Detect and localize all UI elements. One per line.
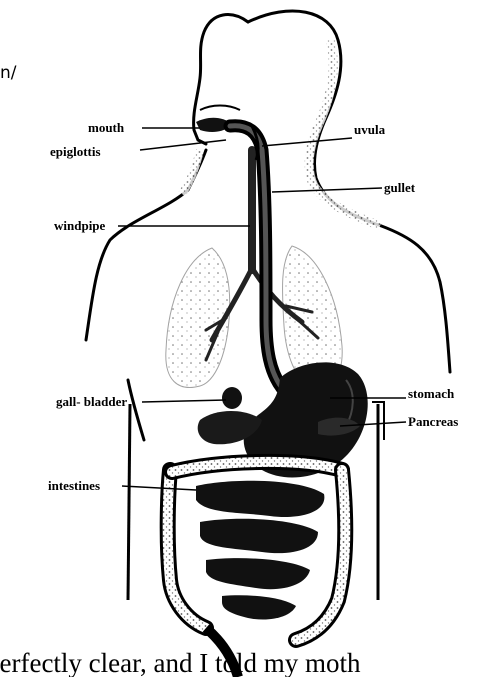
gall-bladder-shape [222,387,242,409]
caption-text: perfectly clear, and I told my moth [0,648,361,677]
label-gullet: gullet [384,180,416,195]
label-intestines: intestines [48,478,100,493]
leader-epiglottis [140,140,226,150]
left-lung [166,248,230,388]
label-stomach: stomach [408,386,455,401]
leader-gullet [272,188,382,192]
label-gall-bladder: gall- bladder [56,394,127,409]
small-intestine [196,481,324,620]
top-fragment-text: n/ [0,63,17,83]
label-windpipe: windpipe [54,218,106,233]
label-pancreas: Pancreas [408,414,458,429]
label-uvula: uvula [354,122,386,137]
label-mouth: mouth [88,120,125,135]
leader-intestines [122,486,196,490]
leader-gall-bladder [142,400,226,402]
label-epiglottis: epiglottis [50,144,101,159]
leader-uvula [262,138,352,146]
